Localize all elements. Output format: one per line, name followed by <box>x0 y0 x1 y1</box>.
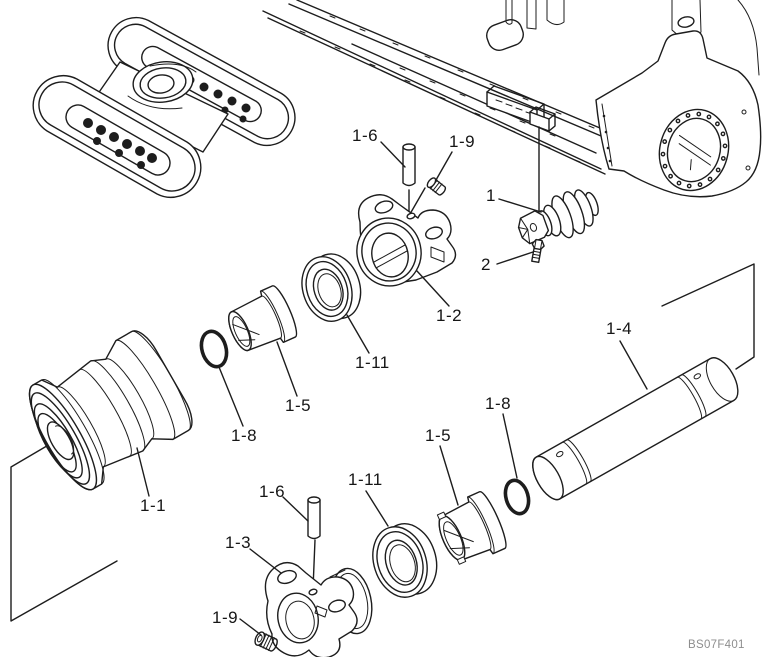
bushing-part-1-5-upper <box>228 285 298 352</box>
part-label-1-5-upper: 1-5 <box>285 396 312 415</box>
shaft-part-1-4 <box>532 357 739 501</box>
part-label-1-6-upper: 1-6 <box>352 126 379 145</box>
part-label-1-11-lower: 1-11 <box>348 470 383 489</box>
bushing-part-1-5-lower <box>436 491 507 565</box>
oring-part-1-8-upper <box>199 329 229 369</box>
plug-part-1-9-upper <box>426 177 447 196</box>
part-label-1-6-lower: 1-6 <box>259 482 286 501</box>
figure-code: BS07F401 <box>688 639 745 651</box>
part-label-1-9-upper: 1-9 <box>449 132 476 151</box>
pin-part-1-6-lower <box>307 496 321 540</box>
roller-assembly-part-1 <box>517 189 599 245</box>
track-frame-drawing <box>262 0 762 198</box>
bracket-part-1-3 <box>264 561 373 657</box>
part-label-1-11-upper: 1-11 <box>355 353 390 372</box>
plug-part-1-9-lower <box>254 631 278 652</box>
frame-corner-marks <box>10 263 755 622</box>
part-label-1-4: 1-4 <box>606 319 633 338</box>
seal-part-1-11-upper <box>301 253 362 322</box>
bracket-part-1-2 <box>356 194 457 287</box>
bolt-part-2 <box>531 238 545 264</box>
part-label-1-8-upper: 1-8 <box>231 426 258 445</box>
part-label-1-9-lower: 1-9 <box>212 608 239 627</box>
part-label-2: 2 <box>481 255 491 274</box>
part-label-1-2: 1-2 <box>436 306 463 325</box>
track-undercarriage-drawing <box>32 16 296 198</box>
leader-lines <box>136 141 648 636</box>
part-label-1-3: 1-3 <box>225 533 252 552</box>
seal-part-1-11-lower <box>372 523 438 598</box>
part-label-1-1: 1-1 <box>140 496 167 515</box>
roller-shell-part-1-1 <box>28 330 193 491</box>
part-label-1-8-lower: 1-8 <box>485 394 512 413</box>
pin-part-1-6-upper <box>402 143 416 187</box>
part-label-1: 1 <box>486 186 496 205</box>
part-label-1-5-lower: 1-5 <box>425 426 452 445</box>
oring-part-1-8-lower <box>503 478 531 516</box>
